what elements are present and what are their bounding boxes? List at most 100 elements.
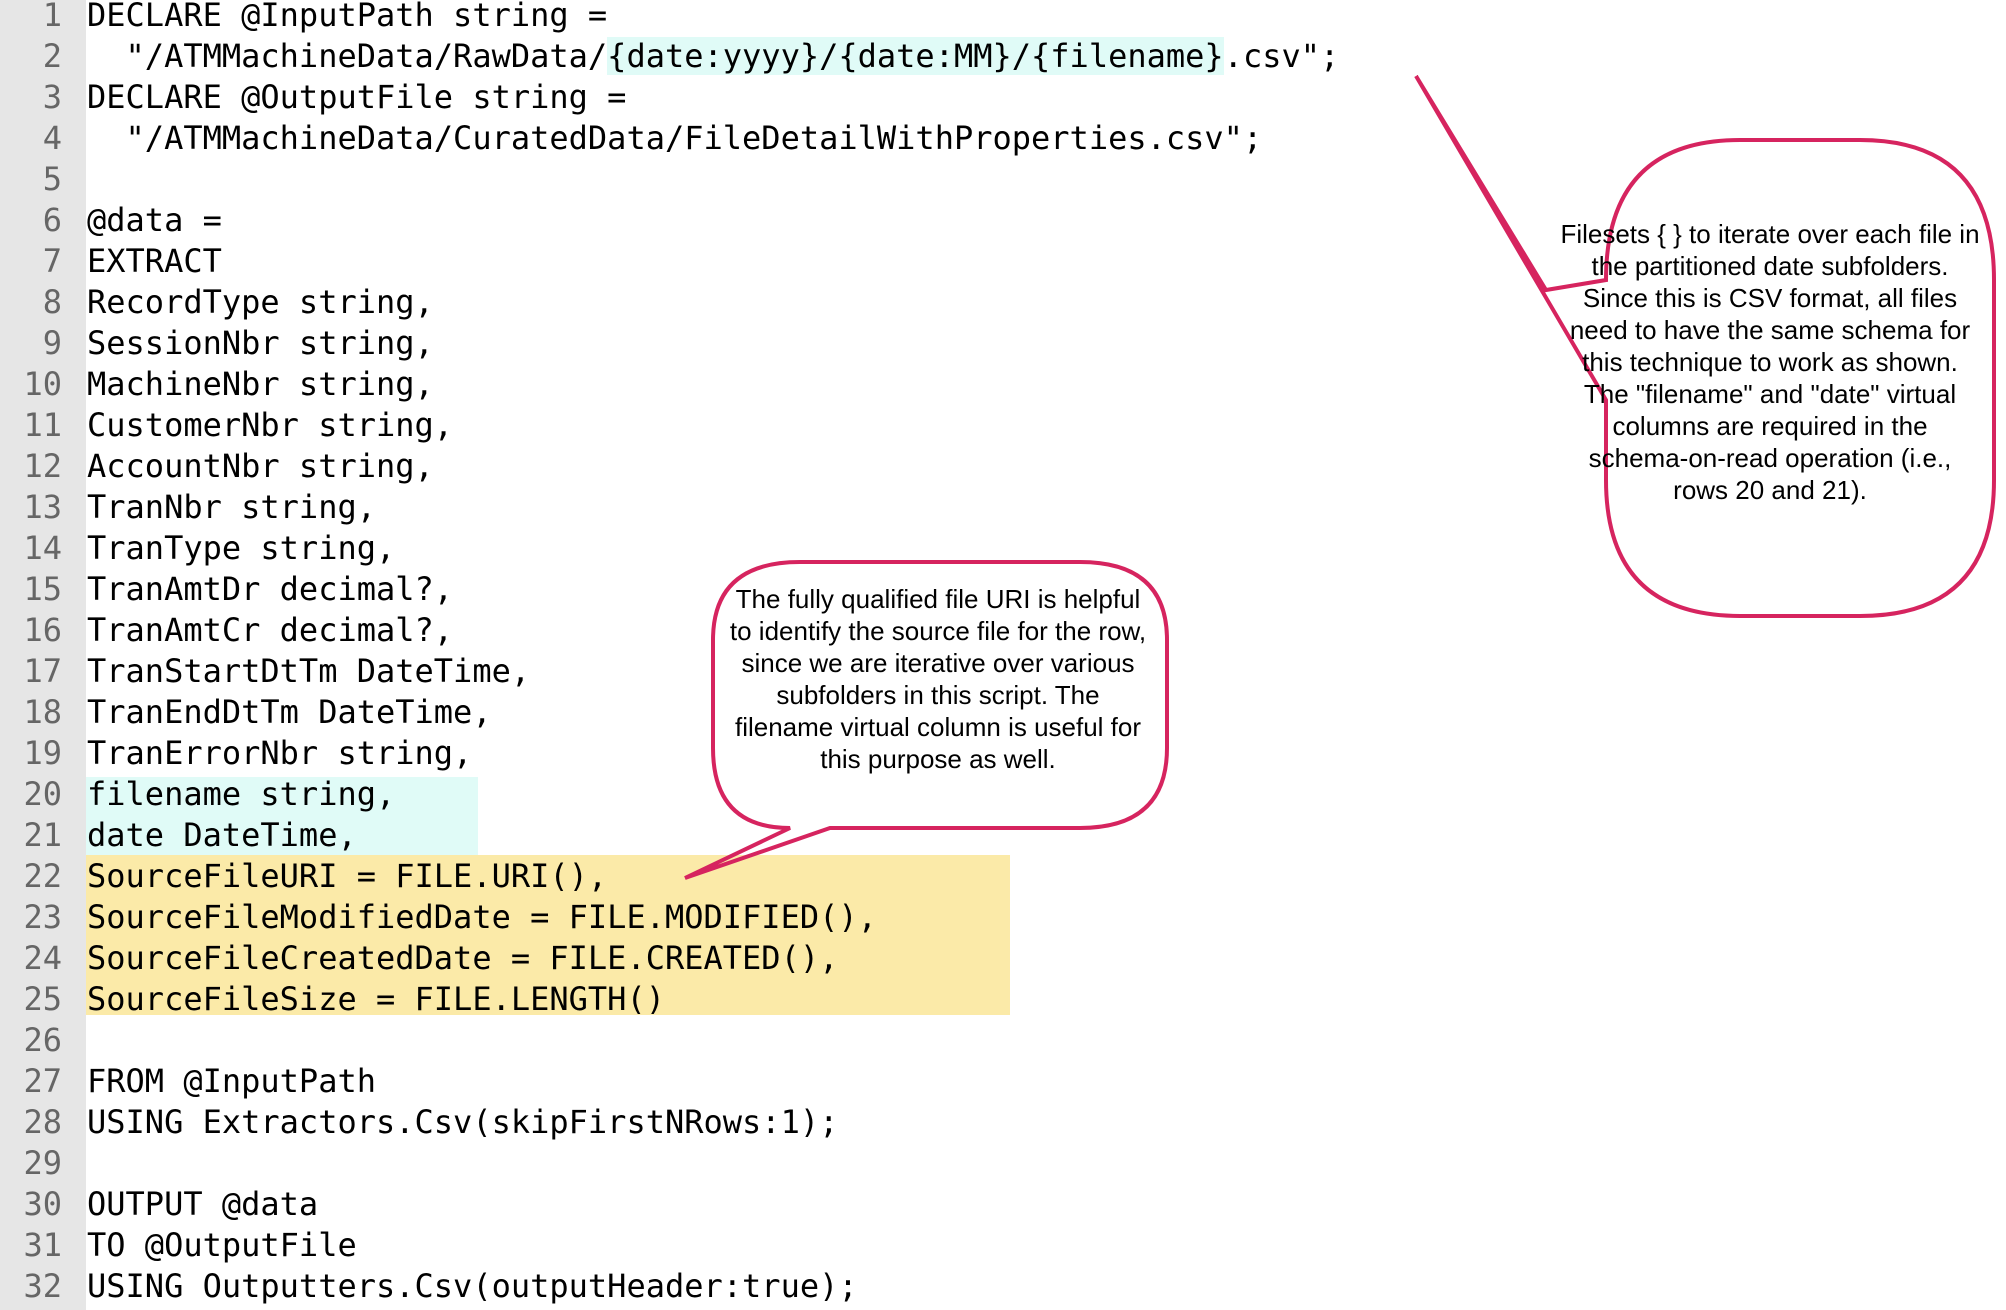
line-number-gutter (0, 0, 86, 1310)
code-line[interactable]: 21 date DateTime, (0, 815, 2006, 856)
code-text[interactable]: @data = (87, 201, 222, 239)
code-text[interactable]: FROM @InputPath (87, 1062, 376, 1100)
callout-uri-text: The fully qualified file URI is helpful … (729, 584, 1147, 774)
code-text[interactable]: SourceFileSize = FILE.LENGTH() (87, 980, 665, 1018)
code-line[interactable]: 9 SessionNbr string, (0, 323, 2006, 364)
line-number: 4 (42, 119, 62, 157)
code-line[interactable]: 23 SourceFileModifiedDate = FILE.MODIFIED… (0, 897, 2006, 938)
line-number: 13 (23, 488, 62, 526)
line-number: 20 (23, 775, 62, 813)
line-number: 16 (23, 611, 62, 649)
code-line[interactable]: 6 @data = (0, 200, 2006, 241)
code-text[interactable]: TranAmtCr decimal?, (87, 611, 454, 649)
callout-uri-bubble (684, 560, 1169, 880)
code-line[interactable]: 8 RecordType string, (0, 282, 2006, 323)
line-number: 3 (42, 78, 62, 116)
line-number: 24 (23, 939, 62, 977)
line-number: 31 (23, 1226, 62, 1264)
code-line[interactable]: 30 OUTPUT @data (0, 1184, 2006, 1225)
code-text[interactable]: SessionNbr string, (87, 324, 434, 362)
code-text[interactable]: SourceFileModifiedDate = FILE.MODIFIED()… (87, 898, 877, 936)
line-number: 9 (42, 324, 62, 362)
callout-filesets-text: Filesets { } to iterate over each file i… (1560, 219, 1980, 505)
code-line[interactable]: 31 TO @OutputFile (0, 1225, 2006, 1266)
line-number: 17 (23, 652, 62, 690)
code-text[interactable]: filename string, (87, 775, 396, 813)
code-text[interactable]: TranType string, (87, 529, 396, 567)
line-number: 23 (23, 898, 62, 936)
code-text[interactable]: USING Extractors.Csv(skipFirstNRows:1); (87, 1103, 839, 1141)
code-line[interactable]: 2 "/ATMMachineData/RawData/{date:yyyy}/{… (0, 36, 2006, 77)
highlight-file-properties (86, 855, 1010, 1015)
code-line[interactable]: 17 TranStartDtTm DateTime, (0, 651, 2006, 692)
line-number: 27 (23, 1062, 62, 1100)
code-line[interactable]: 4 "/ATMMachineData/CuratedData/FileDetai… (0, 118, 2006, 159)
line-number: 14 (23, 529, 62, 567)
code-text[interactable]: MachineNbr string, (87, 365, 434, 403)
code-text[interactable]: EXTRACT (87, 242, 222, 280)
code-text[interactable]: DECLARE @InputPath string = (87, 0, 608, 34)
line-number: 10 (23, 365, 62, 403)
line-number: 30 (23, 1185, 62, 1223)
line-number: 21 (23, 816, 62, 854)
line-number: 2 (42, 37, 62, 75)
code-line[interactable]: 10 MachineNbr string, (0, 364, 2006, 405)
code-line[interactable]: 13 TranNbr string, (0, 487, 2006, 528)
code-text[interactable]: TranNbr string, (87, 488, 376, 526)
line-number: 32 (23, 1267, 62, 1305)
code-text[interactable]: CustomerNbr string, (87, 406, 454, 444)
line-number: 12 (23, 447, 62, 485)
line-number: 22 (23, 857, 62, 895)
code-text[interactable]: "/ATMMachineData/RawData/{date:yyyy}/{da… (87, 37, 1340, 75)
line-number: 29 (23, 1144, 62, 1182)
code-line[interactable]: 22 SourceFileURI = FILE.URI(), (0, 856, 2006, 897)
line-number: 5 (42, 160, 62, 198)
fileset-pattern-highlight: {date:yyyy}/{date:MM}/{filename} (607, 37, 1224, 75)
code-line[interactable]: 26 (0, 1020, 2006, 1061)
code-text[interactable]: date DateTime, (87, 816, 357, 854)
code-text[interactable]: DECLARE @OutputFile string = (87, 78, 627, 116)
code-text[interactable]: OUTPUT @data (87, 1185, 319, 1223)
code-line[interactable]: 25 SourceFileSize = FILE.LENGTH() (0, 979, 2006, 1020)
code-text[interactable]: TranStartDtTm DateTime, (87, 652, 531, 690)
code-line[interactable]: 16 TranAmtCr decimal?, (0, 610, 2006, 651)
code-text[interactable]: SourceFileURI = FILE.URI(), (87, 857, 608, 895)
code-line[interactable]: 12 AccountNbr string, (0, 446, 2006, 487)
highlight-virtual-columns (86, 777, 478, 855)
code-text[interactable]: SourceFileCreatedDate = FILE.CREATED(), (87, 939, 839, 977)
code-line[interactable]: 15 TranAmtDr decimal?, (0, 569, 2006, 610)
code-line[interactable]: 20 filename string, (0, 774, 2006, 815)
code-text[interactable]: TranAmtDr decimal?, (87, 570, 454, 608)
code-text[interactable]: RecordType string, (87, 283, 434, 321)
line-number: 18 (23, 693, 62, 731)
code-line[interactable]: 7 EXTRACT (0, 241, 2006, 282)
line-number: 6 (42, 201, 62, 239)
code-text[interactable]: TranEndDtTm DateTime, (87, 693, 492, 731)
code-text[interactable]: TO @OutputFile (87, 1226, 357, 1264)
code-line[interactable]: 5 (0, 159, 2006, 200)
line-number: 7 (42, 242, 62, 280)
code-text[interactable]: USING Outputters.Csv(outputHeader:true); (87, 1267, 858, 1305)
line-number: 19 (23, 734, 62, 772)
line-number: 15 (23, 570, 62, 608)
code-line[interactable]: 14 TranType string, (0, 528, 2006, 569)
code-line[interactable]: 27 FROM @InputPath (0, 1061, 2006, 1102)
code-text[interactable]: "/ATMMachineData/CuratedData/FileDetailW… (87, 119, 1263, 157)
line-number: 8 (42, 283, 62, 321)
callout-filesets-bubble (1414, 74, 1996, 618)
code-text[interactable]: TranErrorNbr string, (87, 734, 473, 772)
code-line[interactable]: 3 DECLARE @OutputFile string = (0, 77, 2006, 118)
code-line[interactable]: 29 (0, 1143, 2006, 1184)
line-number: 25 (23, 980, 62, 1018)
code-line[interactable]: 32 USING Outputters.Csv(outputHeader:true… (0, 1266, 2006, 1307)
code-text[interactable]: AccountNbr string, (87, 447, 434, 485)
code-line[interactable]: 18 TranEndDtTm DateTime, (0, 692, 2006, 733)
code-line[interactable]: 19 TranErrorNbr string, (0, 733, 2006, 774)
code-line[interactable]: 24 SourceFileCreatedDate = FILE.CREATED()… (0, 938, 2006, 979)
line-number: 26 (23, 1021, 62, 1059)
